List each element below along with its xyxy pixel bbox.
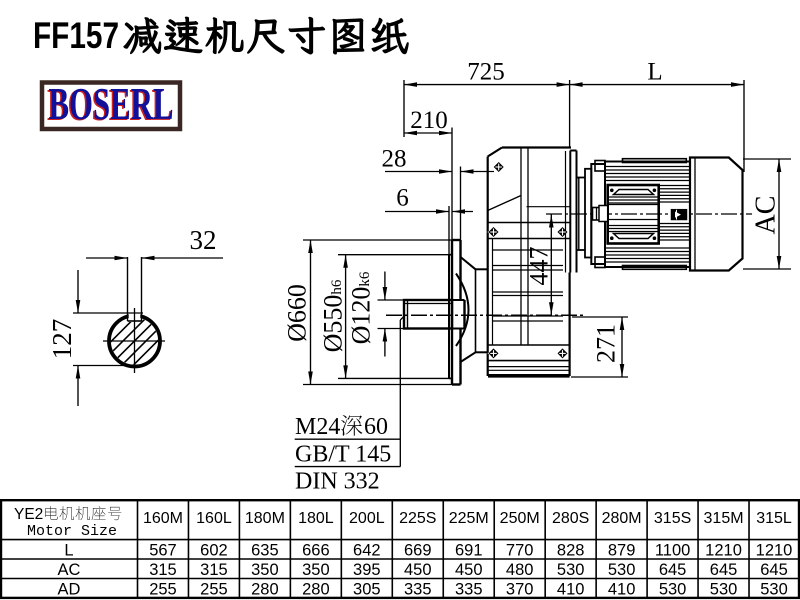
svg-text:6: 6 xyxy=(396,185,409,212)
svg-text:280: 280 xyxy=(302,581,330,599)
svg-text:635: 635 xyxy=(251,542,279,560)
svg-text:350: 350 xyxy=(302,561,330,579)
svg-text:L: L xyxy=(64,542,73,560)
svg-text:180M: 180M xyxy=(245,510,285,527)
svg-text:828: 828 xyxy=(557,542,585,560)
svg-text:410: 410 xyxy=(608,581,636,599)
svg-text:250M: 250M xyxy=(500,510,540,527)
svg-text:Motor Size: Motor Size xyxy=(27,523,117,540)
svg-text:335: 335 xyxy=(404,581,432,599)
svg-text:770: 770 xyxy=(506,542,534,560)
svg-text:160L: 160L xyxy=(196,510,232,527)
svg-text:602: 602 xyxy=(200,542,228,560)
svg-text:BOSERL: BOSERL xyxy=(47,79,172,130)
svg-text:315: 315 xyxy=(200,561,228,579)
svg-text:315M: 315M xyxy=(704,510,744,527)
svg-text:FF157: FF157 xyxy=(33,15,119,56)
svg-text:370: 370 xyxy=(506,581,534,599)
svg-text:GB/T 145: GB/T 145 xyxy=(295,442,391,468)
svg-text:255: 255 xyxy=(149,581,177,599)
svg-text:666: 666 xyxy=(302,542,330,560)
svg-text:271: 271 xyxy=(592,324,621,363)
svg-text:225S: 225S xyxy=(399,510,436,527)
svg-text:305: 305 xyxy=(353,581,381,599)
svg-text:645: 645 xyxy=(760,561,788,579)
svg-text:530: 530 xyxy=(557,561,585,579)
svg-text:530: 530 xyxy=(760,581,788,599)
svg-text:127: 127 xyxy=(47,319,77,360)
svg-text:AC: AC xyxy=(751,196,782,235)
svg-text:280: 280 xyxy=(251,581,279,599)
svg-text:395: 395 xyxy=(353,561,381,579)
svg-text:DIN 332: DIN 332 xyxy=(295,469,380,495)
svg-text:480: 480 xyxy=(506,561,534,579)
svg-text:410: 410 xyxy=(557,581,585,599)
svg-text:160M: 160M xyxy=(143,510,183,527)
svg-text:YE2: YE2 xyxy=(14,506,43,523)
svg-text:AC: AC xyxy=(58,561,81,579)
svg-text:28: 28 xyxy=(382,146,407,173)
svg-text:255: 255 xyxy=(200,581,228,599)
svg-text:200L: 200L xyxy=(349,510,385,527)
svg-text:60: 60 xyxy=(364,414,388,440)
svg-text:1210: 1210 xyxy=(705,542,742,560)
svg-text:315S: 315S xyxy=(654,510,691,527)
svg-text:725: 725 xyxy=(467,59,505,86)
svg-text:530: 530 xyxy=(710,581,738,599)
svg-text:530: 530 xyxy=(608,561,636,579)
svg-text:AD: AD xyxy=(58,581,81,599)
svg-text:645: 645 xyxy=(710,561,738,579)
svg-text:450: 450 xyxy=(455,561,483,579)
svg-text:210: 210 xyxy=(410,107,448,134)
svg-text:280S: 280S xyxy=(552,510,589,527)
svg-text:Ø660: Ø660 xyxy=(283,284,312,342)
svg-text:879: 879 xyxy=(608,542,636,560)
svg-text:180L: 180L xyxy=(298,510,334,527)
svg-text:225M: 225M xyxy=(449,510,489,527)
svg-text:350: 350 xyxy=(251,561,279,579)
svg-text:642: 642 xyxy=(353,542,381,560)
svg-text:447: 447 xyxy=(525,247,554,286)
svg-text:M24: M24 xyxy=(295,414,340,440)
svg-text:530: 530 xyxy=(659,581,687,599)
svg-text:567: 567 xyxy=(149,542,177,560)
svg-text:315: 315 xyxy=(149,561,177,579)
svg-text:335: 335 xyxy=(455,581,483,599)
svg-text:L: L xyxy=(647,59,662,86)
svg-text:280M: 280M xyxy=(602,510,642,527)
svg-text:BOSERL: BOSERL xyxy=(49,78,174,129)
svg-text:691: 691 xyxy=(455,542,483,560)
svg-text:315L: 315L xyxy=(756,510,792,527)
svg-text:32: 32 xyxy=(190,225,217,255)
svg-text:450: 450 xyxy=(404,561,432,579)
svg-text:1100: 1100 xyxy=(655,542,690,560)
svg-text:1210: 1210 xyxy=(756,542,793,560)
svg-text:669: 669 xyxy=(404,542,432,560)
svg-text:645: 645 xyxy=(659,561,687,579)
